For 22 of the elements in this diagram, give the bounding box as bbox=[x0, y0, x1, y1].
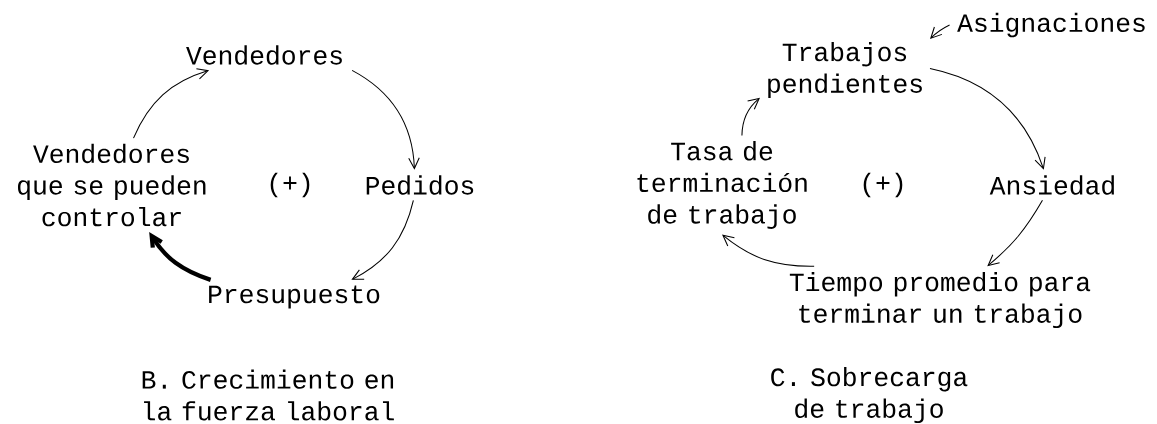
node-text: Presupuesto bbox=[209, 285, 380, 309]
arrow bbox=[722, 234, 815, 267]
arrow bbox=[741, 97, 761, 136]
node-text: Vendedores que se pueden controlar bbox=[18, 143, 206, 227]
arrow bbox=[351, 199, 414, 280]
arrow bbox=[987, 199, 1043, 267]
node-text: Pedidos bbox=[366, 175, 474, 195]
loop-sign: (+) bbox=[863, 172, 903, 198]
node-text: Ansiedad bbox=[989, 175, 1114, 195]
node-text: Trabajos pendientes bbox=[768, 41, 922, 99]
arrow bbox=[930, 24, 951, 40]
arrow bbox=[132, 68, 210, 139]
node-text: Asignaciones bbox=[957, 12, 1145, 38]
arrow bbox=[929, 67, 1046, 170]
arrow bbox=[149, 231, 212, 282]
node-text: Vendedores bbox=[186, 45, 342, 65]
arrow bbox=[351, 69, 420, 170]
caption: B. Crecimiento en la fuerza laboral bbox=[142, 369, 394, 421]
node-text: Tiempo promedio para terminar un trabajo bbox=[789, 271, 1091, 329]
caption: C. Sobrecarga de trabajo bbox=[771, 366, 968, 424]
node-text: Tasa de terminación de trabajo bbox=[637, 141, 807, 229]
loop-sign: (+) bbox=[270, 172, 310, 198]
